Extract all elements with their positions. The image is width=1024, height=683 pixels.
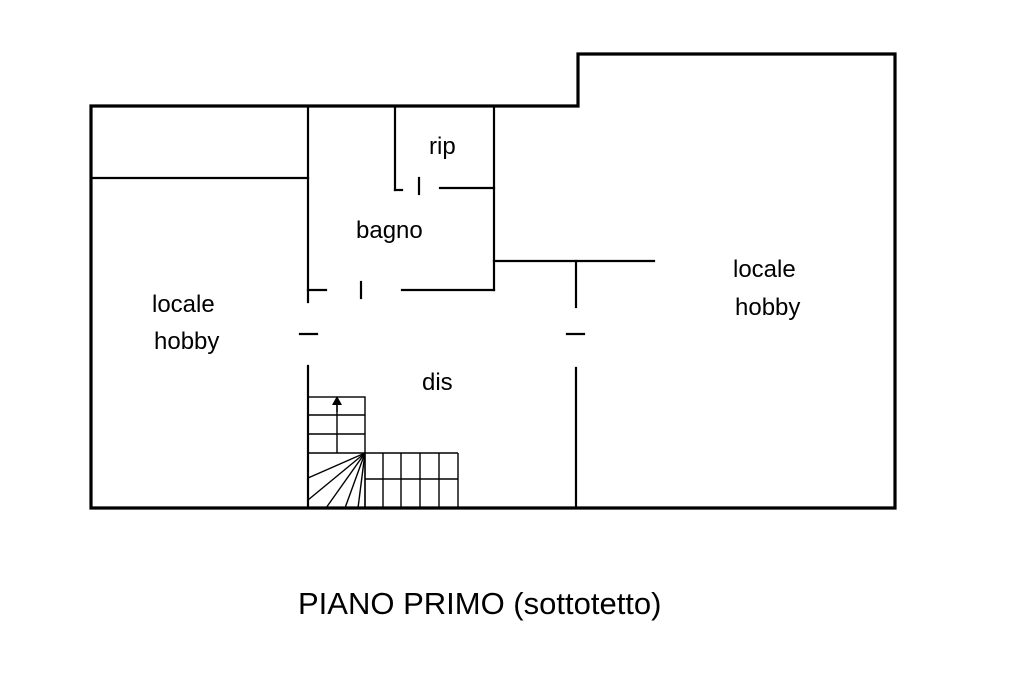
label-right-hobby-2: hobby — [735, 294, 800, 321]
exterior-walls — [89, 52, 897, 510]
door-marks — [298, 176, 586, 336]
label-bathroom: bagno — [356, 217, 423, 244]
label-left-hobby-2: hobby — [154, 328, 219, 355]
label-hallway: dis — [422, 369, 453, 396]
label-right-hobby-1: locale — [733, 256, 796, 283]
stair-arrowhead-icon — [332, 396, 342, 405]
label-left-hobby-1: locale — [152, 291, 215, 318]
label-storage: rip — [429, 133, 456, 160]
plan-caption: PIANO PRIMO (sottotetto) — [298, 586, 661, 621]
interior-walls — [89, 104, 656, 510]
staircase — [307, 396, 459, 509]
